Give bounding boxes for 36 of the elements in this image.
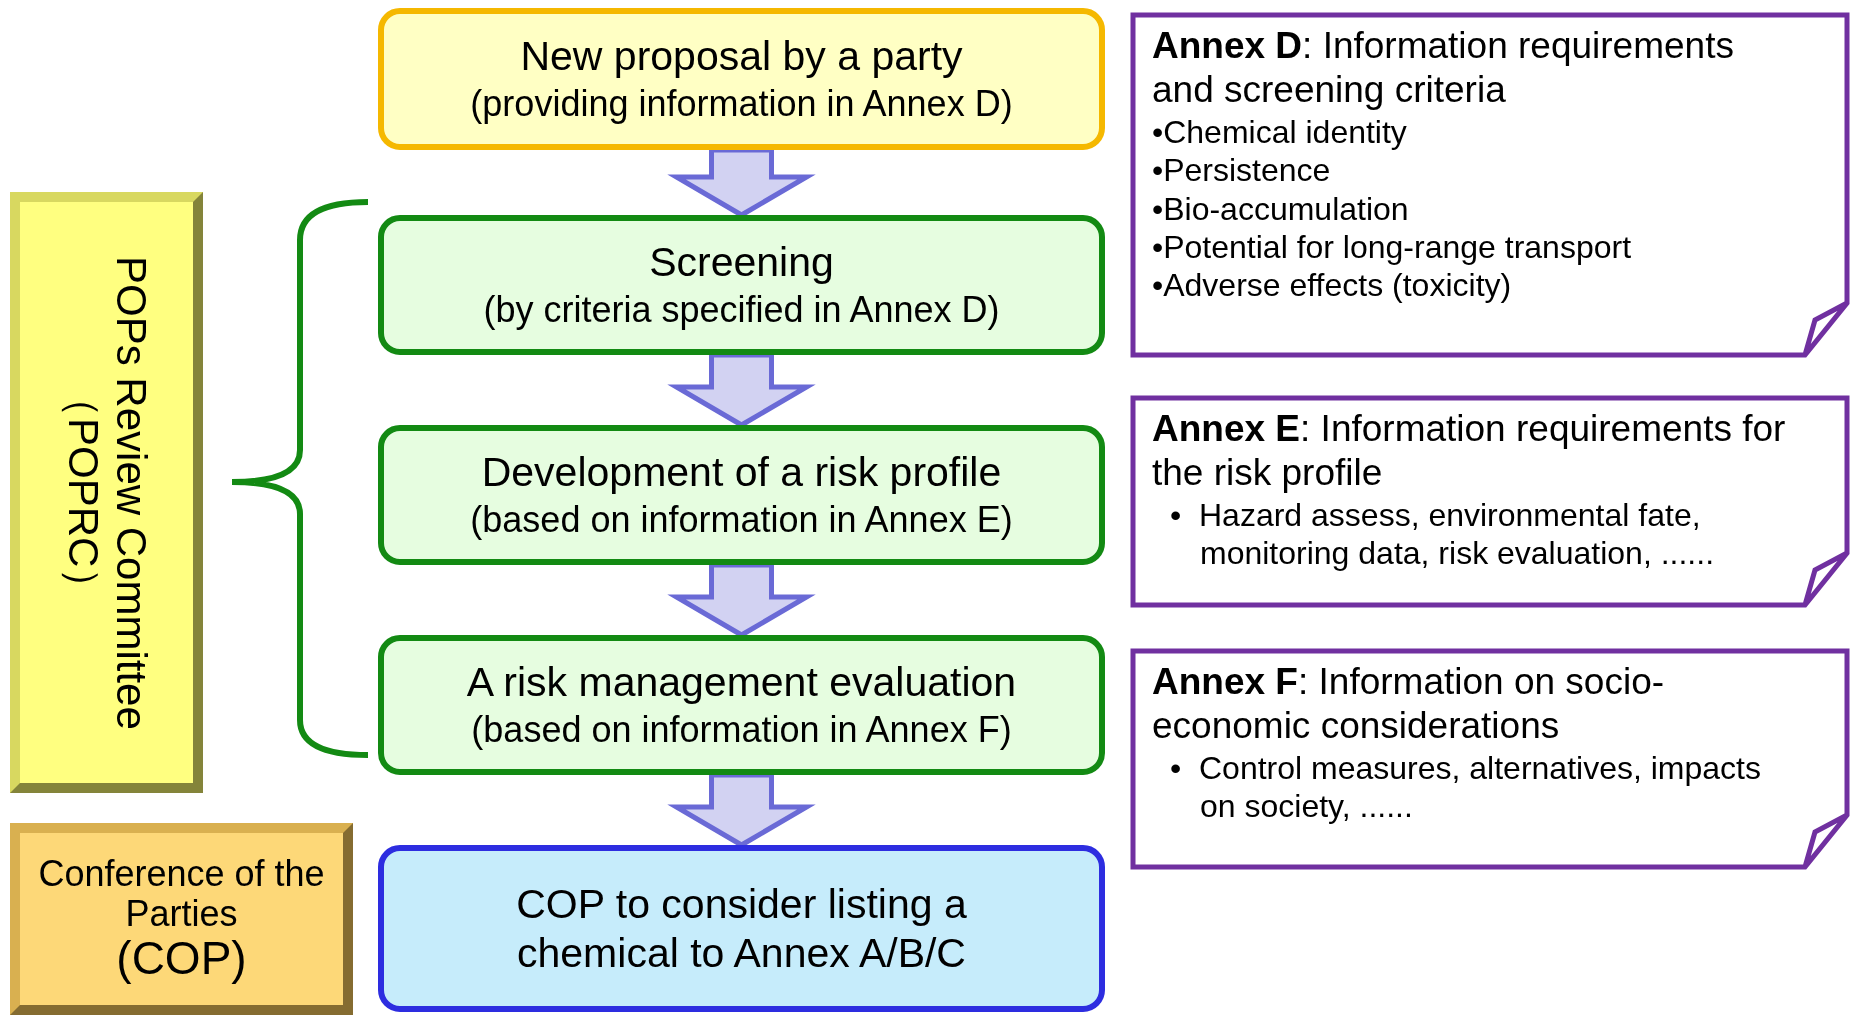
bullet-item: •Bio-accumulation: [1152, 189, 1410, 228]
process-box: [378, 635, 1105, 775]
committee-box: [10, 192, 203, 793]
block-arrow: [667, 562, 816, 638]
box-subtitle: (based on information in Annex F): [471, 707, 1012, 752]
note-card: [1130, 12, 1850, 358]
box-title: COP to consider listing a chemical to Annex A/B/C: [515, 880, 968, 977]
conference-name: Conference of the Parties: [37, 854, 326, 934]
bullet-item: • Hazard assess, environmental fate, monitoring data, risk evaluation, ......: [1169, 495, 1716, 573]
box-title: New proposal by a party: [520, 32, 963, 81]
box-title: Screening: [649, 238, 834, 287]
box-title: Development of a risk profile: [481, 448, 1002, 497]
bullet-item: •Chemical identity: [1152, 112, 1408, 152]
note-heading: Annex E: Information requirements for the risk profile: [1152, 407, 1787, 496]
note-heading: Annex F: Information on socio-economic considerations: [1152, 660, 1666, 749]
bullet-item: •Persistence: [1152, 151, 1332, 190]
box-title: A risk management evaluation: [466, 658, 1017, 707]
note-card: [1130, 648, 1850, 870]
note-card: [1130, 395, 1850, 608]
process-box: [378, 215, 1105, 355]
process-box: [378, 8, 1105, 150]
note-heading: Annex D: Information requirements and screening criteria: [1152, 24, 1735, 113]
box-subtitle: (based on information in Annex E): [470, 497, 1013, 542]
block-arrow: [667, 352, 816, 428]
conference-abbreviation: (COP): [116, 933, 247, 984]
bullet-item: •Potential for long-range transport: [1152, 227, 1633, 267]
committee-name: POPs Review Committee （POPRC）: [58, 254, 155, 732]
block-arrow: [667, 147, 816, 218]
bullet-item: • Control measures, alternatives, impacts on society, ......: [1169, 748, 1762, 826]
box-subtitle: (by criteria specified in Annex D): [483, 287, 1000, 332]
process-box: [378, 845, 1105, 1012]
conference-box: [10, 823, 353, 1015]
block-arrow: [667, 772, 816, 848]
box-subtitle: (providing information in Annex D): [470, 81, 1013, 126]
bullet-item: •Adverse effects (toxicity): [1152, 266, 1513, 305]
process-box: [378, 425, 1105, 565]
